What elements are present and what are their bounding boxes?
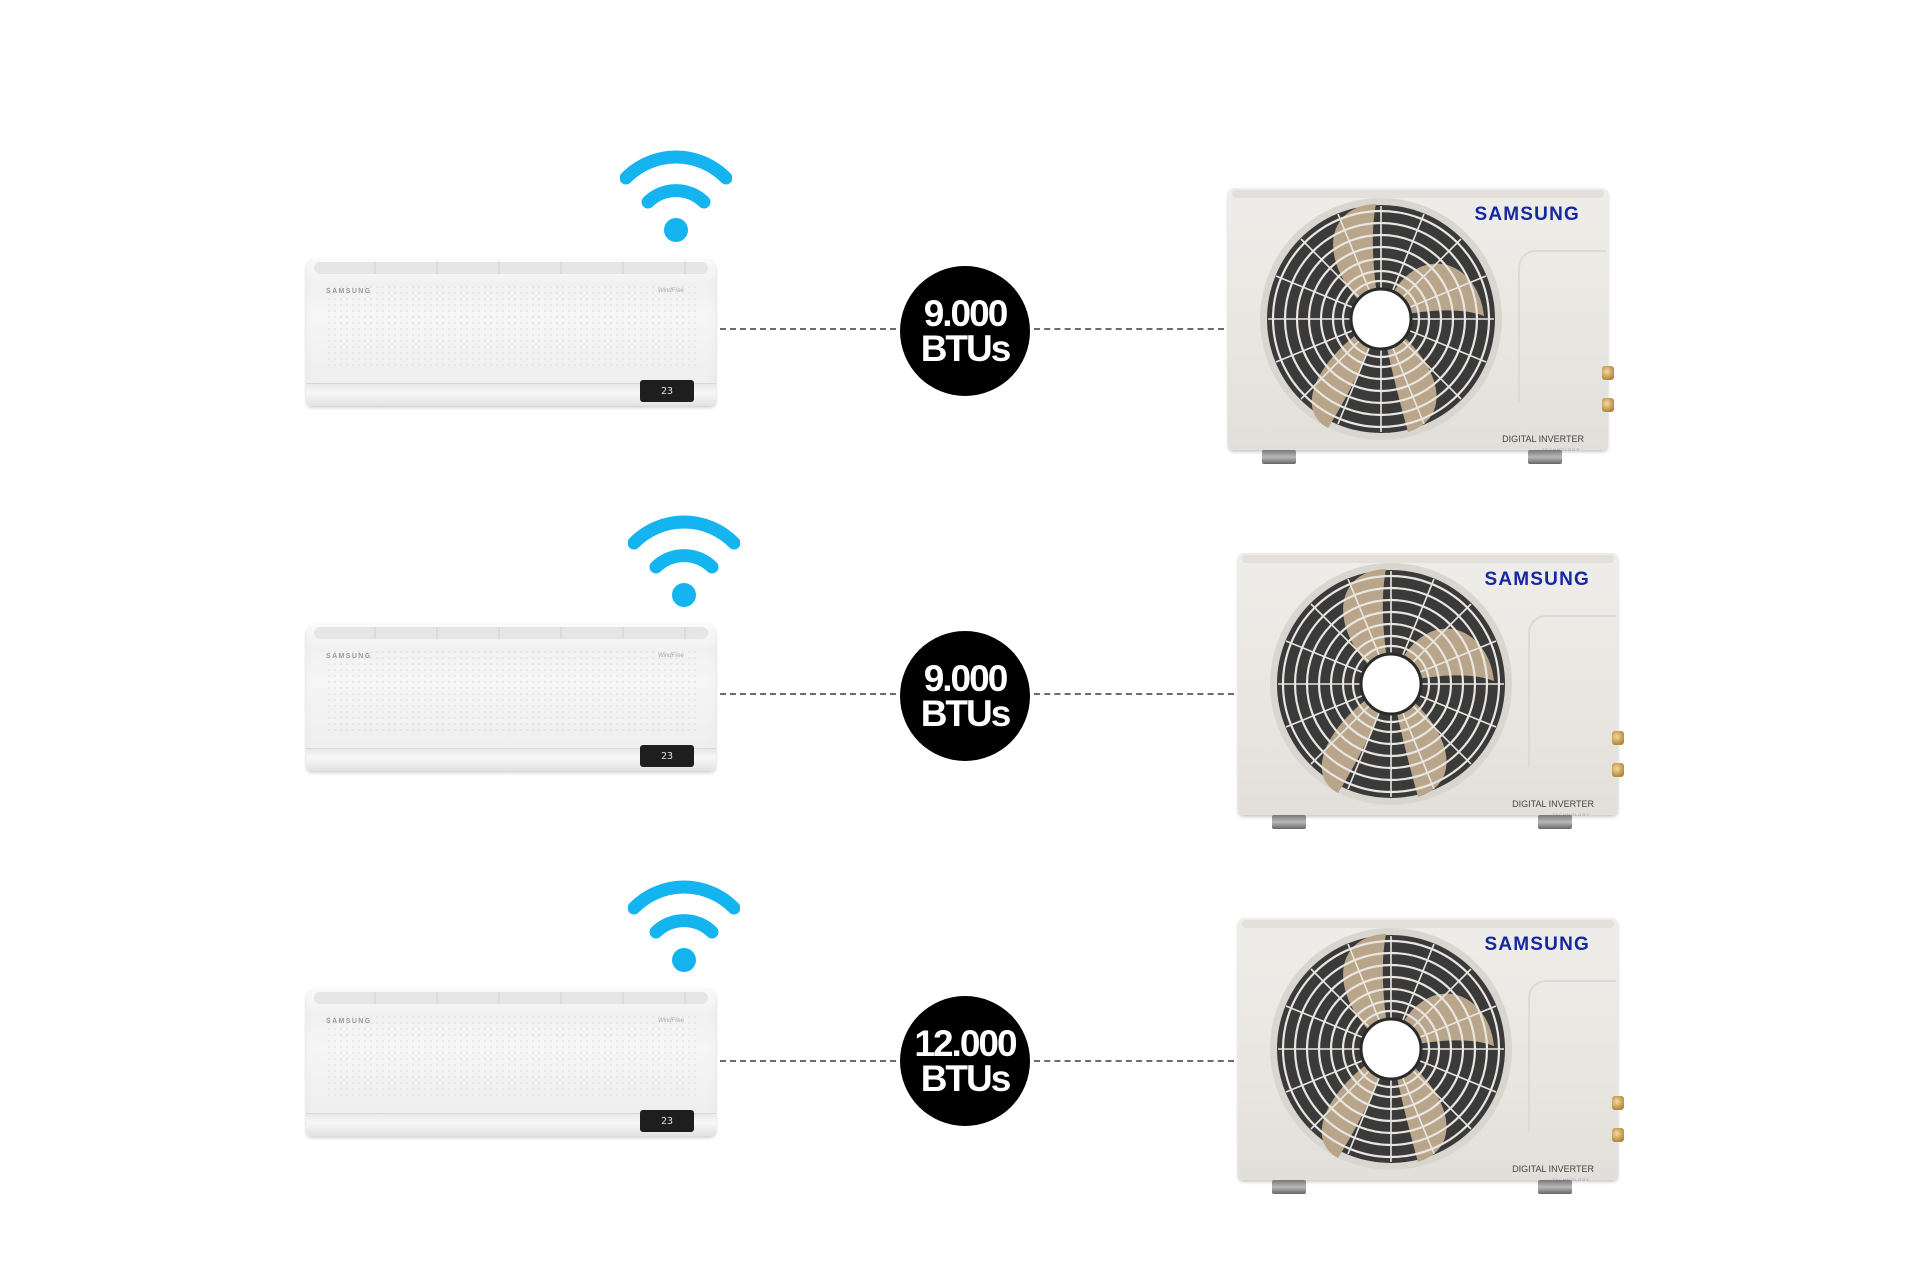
indoor-unit: SAMSUNG WindFree 23 (306, 988, 716, 1136)
btu-badge: 12.000 BTUs (900, 996, 1030, 1126)
btu-unit: BTUs (920, 328, 1012, 369)
foot (1538, 1180, 1572, 1194)
btu-badge: 9.000 BTUs (900, 266, 1030, 396)
unit-row-2: SAMSUNG WindFree 23 9.000 BTUs (0, 515, 1920, 855)
foot (1262, 450, 1296, 464)
outdoor-sublabel: TECHNOLOGY (1542, 447, 1580, 452)
foot (1272, 1180, 1306, 1194)
outdoor-brand: SAMSUNG (1474, 204, 1580, 225)
indoor-brand: SAMSUNG (326, 1018, 372, 1025)
indoor-unit: SAMSUNG WindFree 23 (306, 258, 716, 406)
unit-row-1: SAMSUNG WindFree 23 9.000 BTUs (0, 150, 1920, 490)
indoor-brand: SAMSUNG (326, 653, 372, 660)
connector-left (720, 1060, 896, 1062)
fan-guard-icon (1260, 198, 1502, 440)
connector-left (720, 693, 896, 695)
wifi-icon (628, 880, 740, 972)
btu-value: 12.000 (914, 1023, 1017, 1064)
indoor-brand: SAMSUNG (326, 288, 372, 295)
indoor-tag: WindFree (658, 1018, 684, 1024)
outdoor-unit: SAMSUNG DIGITAL INVERTER TECHNOLOGY (1238, 553, 1628, 835)
valve (1612, 731, 1624, 745)
indoor-tag: WindFree (658, 653, 684, 659)
temperature-display: 23 (640, 745, 694, 767)
outdoor-sublabel: TECHNOLOGY (1552, 812, 1590, 817)
unit-row-3: SAMSUNG WindFree 23 12.000 BTUs (0, 880, 1920, 1220)
valve (1612, 1128, 1624, 1142)
foot (1272, 815, 1306, 829)
fan-guard-icon (1270, 928, 1512, 1170)
outdoor-brand: SAMSUNG (1484, 934, 1590, 955)
fan-guard-icon (1270, 563, 1512, 805)
connector-right (1034, 328, 1224, 330)
outdoor-unit: SAMSUNG DIGITAL INVERTER TECHNOLOGY (1228, 188, 1618, 470)
indoor-unit: SAMSUNG WindFree 23 (306, 623, 716, 771)
outdoor-label: DIGITAL INVERTER (1512, 799, 1594, 809)
connector-left (720, 328, 896, 330)
btu-value: 9.000 (923, 658, 1009, 699)
indoor-tag: WindFree (658, 288, 684, 294)
btu-unit: BTUs (920, 1058, 1012, 1099)
temperature-display: 23 (640, 380, 694, 402)
valve (1612, 763, 1624, 777)
outdoor-brand: SAMSUNG (1484, 569, 1590, 590)
wifi-icon (620, 150, 732, 242)
connector-right (1034, 693, 1234, 695)
foot (1538, 815, 1572, 829)
outdoor-label: DIGITAL INVERTER (1512, 1164, 1594, 1174)
outdoor-sublabel: TECHNOLOGY (1552, 1177, 1590, 1182)
valve (1612, 1096, 1624, 1110)
outdoor-label: DIGITAL INVERTER (1502, 434, 1584, 444)
temperature-display: 23 (640, 1110, 694, 1132)
valve (1602, 398, 1614, 412)
btu-value: 9.000 (923, 293, 1009, 334)
valve (1602, 366, 1614, 380)
outdoor-unit: SAMSUNG DIGITAL INVERTER TECHNOLOGY (1238, 918, 1628, 1200)
wifi-icon (628, 515, 740, 607)
btu-unit: BTUs (920, 693, 1012, 734)
connector-right (1034, 1060, 1234, 1062)
foot (1528, 450, 1562, 464)
btu-badge: 9.000 BTUs (900, 631, 1030, 761)
